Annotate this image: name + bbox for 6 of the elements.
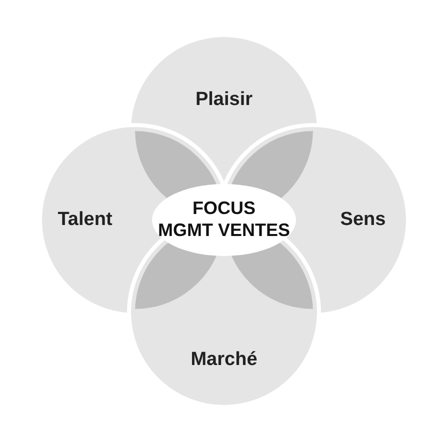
circle-label: Plaisir <box>195 88 253 112</box>
center-label: MGMT VENTES <box>158 219 290 241</box>
circle-label: Marché <box>190 348 258 372</box>
center-label: FOCUS <box>192 197 256 219</box>
circle-label: Sens <box>340 208 386 232</box>
circle-label: Talent <box>58 208 112 232</box>
